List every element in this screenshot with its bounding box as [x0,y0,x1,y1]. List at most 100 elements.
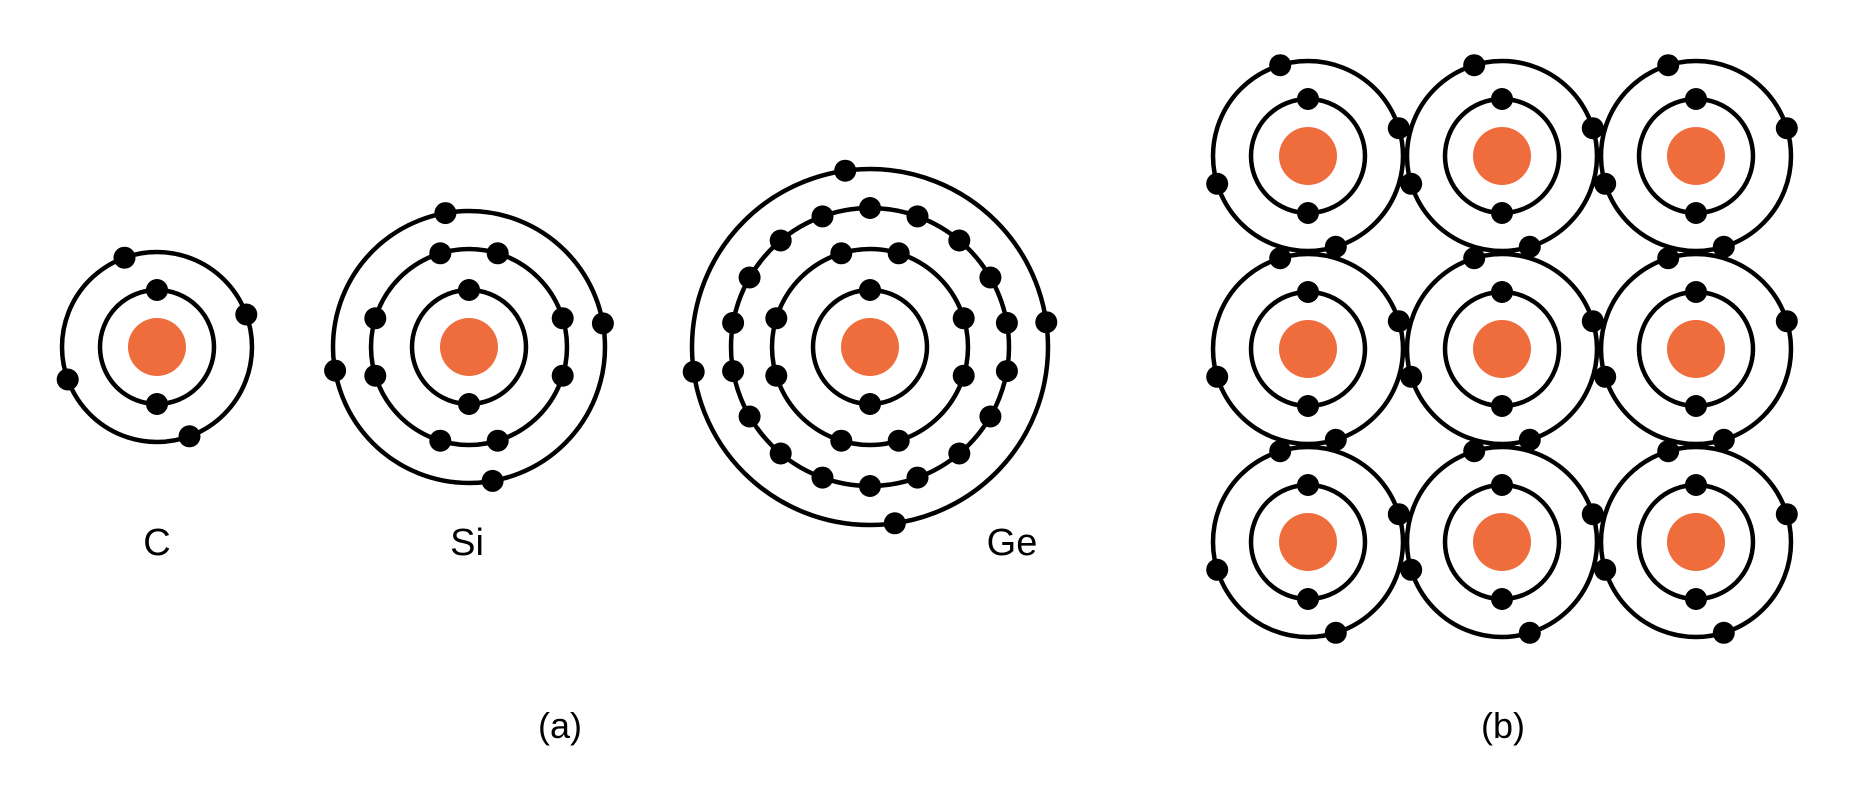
electron [1685,88,1707,110]
electron [1206,172,1229,195]
electron [1491,395,1513,417]
atom-symbol-germanium: Ge [987,522,1038,564]
orbit-shell-2 [59,249,255,445]
electron [979,266,1002,289]
electron [113,246,136,269]
electron [146,393,168,415]
electron [859,393,881,415]
electron [458,279,480,301]
electron [1712,428,1735,451]
electron [811,205,834,228]
electron [1463,54,1486,77]
electron [178,425,201,448]
electron [551,364,574,387]
panel-a-caption: (a) [538,705,582,746]
electron [948,442,971,465]
electron [952,307,975,330]
electron [1685,474,1707,496]
electron [1657,440,1680,463]
electron [995,360,1018,383]
electron [481,469,504,492]
electron [859,475,881,497]
electron [859,197,881,219]
electron [1269,247,1292,270]
electron [765,364,788,387]
atom-silicon: Si [324,202,614,564]
electron [364,364,387,387]
electron [1491,474,1513,496]
nucleus [1279,513,1337,571]
electron [1035,311,1058,334]
electron [1594,172,1617,195]
electron [887,429,910,452]
electron [948,229,971,252]
nucleus [1667,513,1725,571]
electron [769,442,792,465]
orbit-shell-2 [1404,58,1600,254]
nucleus [1473,320,1531,378]
electron [1518,235,1541,258]
orbit-shell-3 [330,208,608,486]
electron [1657,247,1680,270]
electron [1518,621,1541,644]
electron [1269,440,1292,463]
electron [887,242,910,265]
nucleus [440,318,498,376]
electron [1387,310,1410,333]
electron [1206,365,1229,388]
electron [364,307,387,330]
atom-symbol-silicon: Si [450,522,484,564]
electron [429,242,452,265]
electron [765,307,788,330]
electron [1297,281,1319,303]
electron [1297,202,1319,224]
electron [1400,558,1423,581]
electron [1685,202,1707,224]
electron [1775,503,1798,526]
orbit-shell-2 [1598,251,1794,447]
electron [1491,281,1513,303]
electron [722,360,745,383]
electron [738,266,761,289]
electron [834,159,857,182]
electron [146,279,168,301]
electron [1387,503,1410,526]
electron [830,429,853,452]
electron [1297,588,1319,610]
electron [979,405,1002,428]
electron [995,311,1018,334]
electron [1324,235,1347,258]
electron [811,466,834,489]
electron [682,360,705,383]
electron [1712,235,1735,258]
electron [324,359,347,382]
electron [1581,310,1604,333]
electron [1581,117,1604,140]
electron [1400,365,1423,388]
electron [738,405,761,428]
electron [906,466,929,489]
nucleus [1473,513,1531,571]
orbit-shell-2 [1210,444,1406,640]
electron [434,202,457,225]
orbit-shell-4 [689,166,1051,528]
electron [1685,281,1707,303]
electron [591,312,614,335]
electron [1712,621,1735,644]
nucleus [841,318,899,376]
nucleus [1473,127,1531,185]
orbit-shell-2 [1404,251,1600,447]
nucleus [1279,127,1337,185]
orbit-shell-2 [1210,58,1406,254]
electron [769,229,792,252]
atom-carbon: C [56,246,258,564]
electron [429,429,452,452]
electron [952,364,975,387]
nucleus [128,318,186,376]
orbit-shell-2 [1404,444,1600,640]
panel-b-caption: (b) [1481,705,1525,746]
electron [1297,474,1319,496]
electron [906,205,929,228]
electron [883,512,906,535]
